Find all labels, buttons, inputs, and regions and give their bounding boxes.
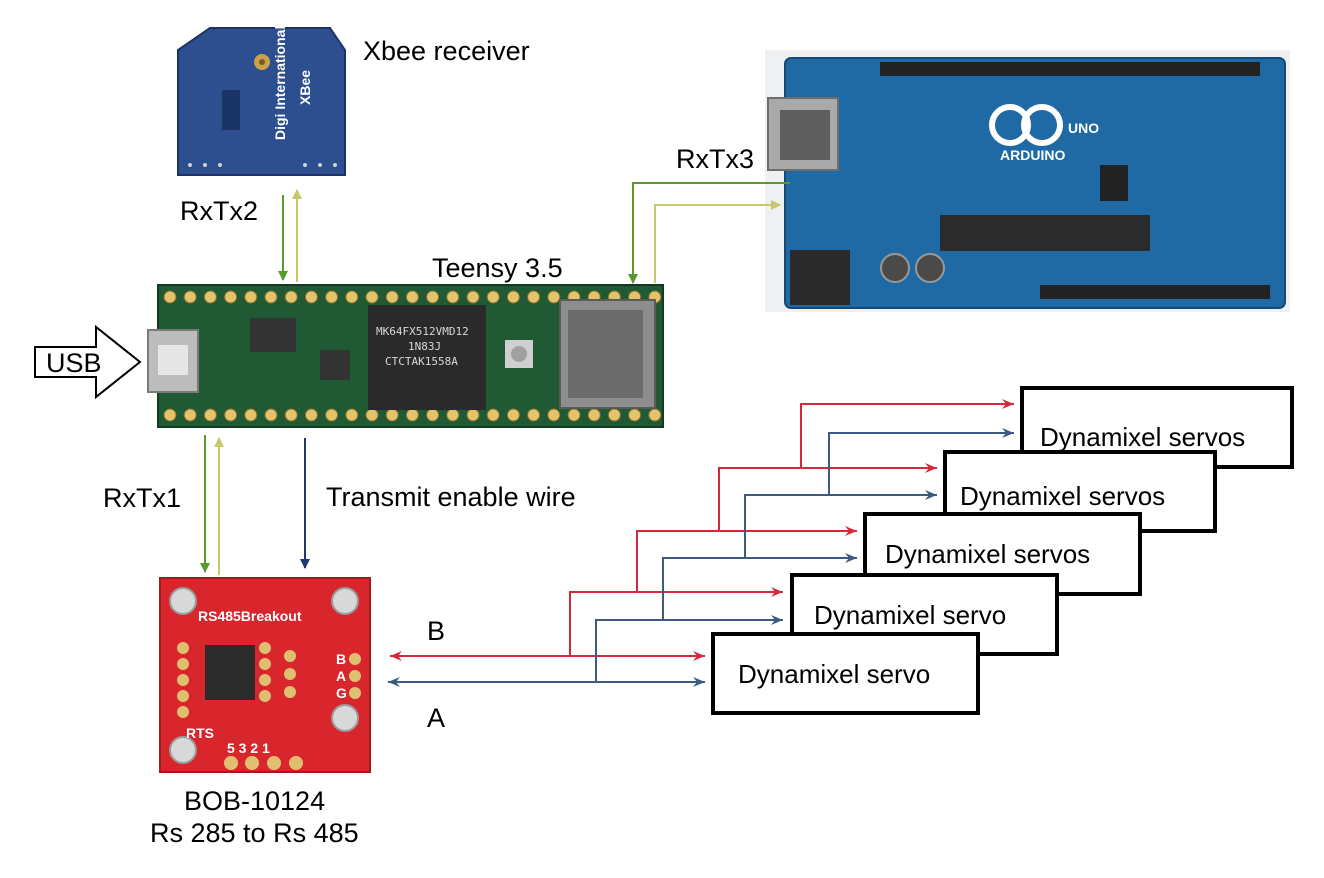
teensy-header-pad [285, 291, 297, 303]
teensy-header-pad [164, 409, 176, 421]
teensy-header-pad [265, 291, 277, 303]
teensy-header-pad [427, 291, 439, 303]
bus-a-label: A [427, 703, 445, 733]
servo-label-4: Dynamixel servo [814, 600, 1006, 630]
teensy-header-pad [225, 409, 237, 421]
teensy-header-pad [204, 291, 216, 303]
xbee-receiver-module: XBee Digi International [178, 26, 345, 175]
rs485-pins-text: 5 3 2 1 [227, 740, 270, 756]
teensy-header-pad [184, 409, 196, 421]
xbee-logo-text: XBee [297, 70, 313, 105]
teensy-chip-line2: 1N83J [408, 340, 441, 353]
teensy-header-pad [649, 409, 661, 421]
teensy-header-pad [386, 291, 398, 303]
teensy-header-pad [467, 409, 479, 421]
teensy-header-pad [487, 409, 499, 421]
teensy-header-pad [245, 409, 257, 421]
rs485-breakout-board: RS485Breakout RTS 5 3 2 1 B A G [160, 578, 370, 772]
teensy-header-pad [346, 291, 358, 303]
usb-label: USB [46, 348, 102, 378]
teensy-header-pad [326, 409, 338, 421]
teensy-header-pad [548, 409, 560, 421]
teensy-header-pad [386, 409, 398, 421]
teensy-header-pad [204, 409, 216, 421]
teensy-header-pad [406, 409, 418, 421]
teensy-header-pad [548, 291, 560, 303]
teensy-header-pad [305, 409, 317, 421]
teensy-header-pad [366, 291, 378, 303]
rs485-title-text: RS485Breakout [198, 608, 302, 624]
teensy-header-pad [447, 409, 459, 421]
rs485-g-text: G [336, 685, 347, 701]
servo-label-1: Dynamixel servos [1040, 422, 1245, 452]
teensy-header-pad [427, 409, 439, 421]
arduino-uno-board: UNO ARDUINO [765, 50, 1290, 312]
teensy-header-pad [629, 409, 641, 421]
bob-description-label: Rs 285 to Rs 485 [150, 818, 359, 848]
teensy-header-pad [245, 291, 257, 303]
teensy-header-pad [225, 291, 237, 303]
teensy-header-pad [528, 409, 540, 421]
teensy-header-pad [568, 409, 580, 421]
rs485-a-text: A [336, 668, 346, 684]
teensy-header-pad [608, 409, 620, 421]
rxtx1-label: RxTx1 [103, 483, 181, 513]
teensy-header-pad [164, 291, 176, 303]
arduino-uno-text: UNO [1068, 120, 1099, 136]
teensy-header-pad [406, 291, 418, 303]
teensy-header-pad [366, 409, 378, 421]
transmit-enable-label: Transmit enable wire [326, 482, 576, 512]
rxtx3-yellow-wire [655, 205, 780, 283]
rxtx3-label: RxTx3 [676, 144, 754, 174]
teensy-header-pad [507, 291, 519, 303]
teensy-header-pad [265, 409, 277, 421]
teensy-header-pad [528, 291, 540, 303]
servo-label-2: Dynamixel servos [960, 481, 1165, 511]
bus-b-label: B [427, 616, 445, 646]
arduino-brand-text: ARDUINO [1000, 147, 1065, 163]
usb-arrow: USB [35, 327, 140, 397]
xbee-receiver-label: Xbee receiver [363, 36, 530, 66]
teensy-header-pad [184, 291, 196, 303]
teensy-header-pad [447, 291, 459, 303]
teensy-chip-line1: MK64FX512VMD12 [376, 325, 469, 338]
rs485-rts-text: RTS [186, 725, 214, 741]
xbee-brand-text: Digi International [272, 26, 288, 140]
teensy-header-pad [487, 291, 499, 303]
rs485-b-text: B [336, 651, 346, 667]
teensy-header-pad [346, 409, 358, 421]
rxtx2-label: RxTx2 [180, 196, 258, 226]
teensy-header-pad [588, 409, 600, 421]
teensy-label: Teensy 3.5 [432, 253, 563, 283]
bob-part-label: BOB-10124 [184, 786, 325, 816]
teensy-header-pad [305, 291, 317, 303]
servo-box-5: Dynamixel servo [713, 634, 978, 713]
servo-label-3: Dynamixel servos [885, 539, 1090, 569]
teensy-chip-line3: CTCTAK1558A [385, 355, 458, 368]
teensy-header-pad [285, 409, 297, 421]
teensy-header-pad [326, 291, 338, 303]
teensy-header-pad [467, 291, 479, 303]
teensy-3-5-board: MK64FX512VMD12 1N83J CTCTAK1558A [148, 285, 663, 427]
servo-label-5: Dynamixel servo [738, 659, 930, 689]
teensy-header-pad [507, 409, 519, 421]
